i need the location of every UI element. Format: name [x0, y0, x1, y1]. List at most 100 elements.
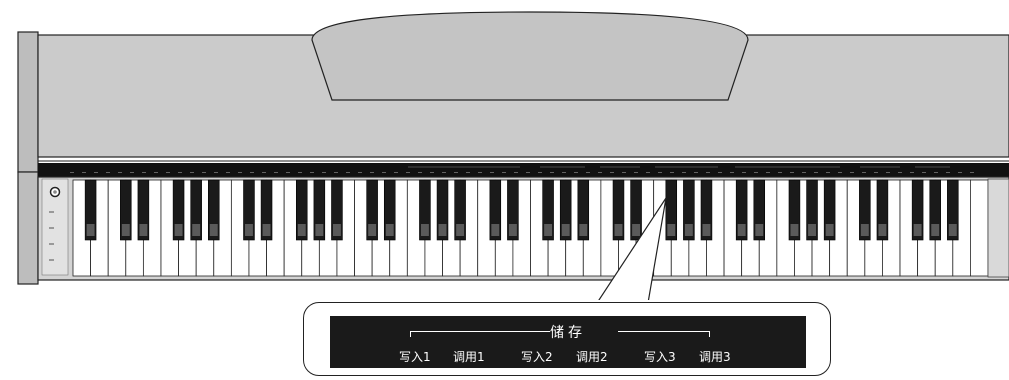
- black-key-highlight: [614, 224, 623, 236]
- panel-label-mark: [418, 172, 422, 173]
- black-key-highlight: [913, 224, 922, 236]
- black-key-highlight: [544, 224, 553, 236]
- black-key[interactable]: [612, 179, 625, 241]
- black-key[interactable]: [366, 179, 378, 241]
- black-key-highlight: [755, 224, 764, 236]
- panel-label-mark: [538, 172, 542, 173]
- black-key[interactable]: [260, 179, 273, 241]
- panel-label-mark: [154, 172, 158, 173]
- black-key[interactable]: [172, 179, 185, 241]
- panel-label-mark: [310, 172, 314, 173]
- panel-label-mark: [502, 172, 506, 173]
- black-key[interactable]: [683, 179, 695, 241]
- black-key[interactable]: [735, 179, 748, 241]
- black-key[interactable]: [331, 179, 343, 241]
- panel-button-4[interactable]: [49, 259, 54, 261]
- black-key-highlight: [368, 224, 377, 236]
- black-key-highlight: [192, 224, 201, 236]
- panel-label-mark: [322, 172, 326, 173]
- black-key-highlight: [684, 224, 693, 236]
- black-key[interactable]: [419, 179, 431, 241]
- black-key-highlight: [948, 224, 957, 236]
- panel-label-mark: [406, 172, 410, 173]
- black-key[interactable]: [665, 179, 678, 241]
- black-key-highlight: [245, 224, 253, 236]
- black-key[interactable]: [436, 179, 449, 241]
- white-key[interactable]: [970, 179, 989, 277]
- black-key[interactable]: [929, 179, 941, 241]
- panel-label-mark: [598, 172, 602, 173]
- black-key[interactable]: [84, 179, 97, 241]
- panel-label-mark: [634, 172, 638, 173]
- black-key[interactable]: [208, 179, 220, 241]
- panel-label-mark: [346, 172, 350, 173]
- control-panel-labels: [70, 166, 974, 173]
- black-key[interactable]: [120, 179, 132, 241]
- panel-label-mark: [514, 172, 518, 173]
- black-key-highlight: [315, 224, 324, 236]
- panel-label-mark: [562, 172, 566, 173]
- black-key[interactable]: [190, 179, 202, 241]
- panel-label-mark: [466, 172, 470, 173]
- panel-label-mark: [94, 172, 98, 173]
- black-key[interactable]: [859, 179, 871, 241]
- panel-button-2[interactable]: [49, 227, 54, 229]
- panel-label-mark: [694, 172, 698, 173]
- left-end-cap-upper: [17, 31, 39, 173]
- panel-label-mark: [490, 172, 494, 173]
- black-key[interactable]: [876, 179, 889, 241]
- panel-label-mark: [142, 172, 146, 173]
- black-key-highlight: [825, 224, 834, 236]
- black-key-highlight: [737, 224, 746, 236]
- panel-button-3[interactable]: [49, 243, 54, 245]
- bracket-left: [410, 331, 550, 332]
- panel-label-mark: [898, 172, 902, 173]
- black-key[interactable]: [700, 179, 713, 241]
- black-key[interactable]: [454, 179, 466, 241]
- panel-label-mark: [358, 172, 362, 173]
- black-key-highlight: [790, 224, 799, 236]
- black-key[interactable]: [806, 179, 818, 241]
- black-key[interactable]: [577, 179, 590, 241]
- panel-label-mark: [394, 172, 398, 173]
- panel-label-mark: [946, 172, 950, 173]
- black-key[interactable]: [489, 179, 502, 241]
- black-key[interactable]: [823, 179, 836, 241]
- black-key[interactable]: [788, 179, 801, 241]
- black-key[interactable]: [911, 179, 924, 241]
- write2-label: 写入2: [521, 350, 553, 364]
- black-key[interactable]: [295, 179, 308, 241]
- panel-label-mark: [730, 172, 734, 173]
- bracket-right: [618, 331, 710, 332]
- panel-label-mark: [910, 172, 914, 173]
- panel-label-mark: [646, 172, 650, 173]
- panel-button-1[interactable]: [49, 211, 54, 213]
- black-key[interactable]: [243, 179, 255, 241]
- storage-title: 储存: [550, 325, 586, 341]
- black-key-highlight: [808, 224, 816, 236]
- panel-label-mark: [382, 172, 386, 173]
- black-key[interactable]: [507, 179, 519, 241]
- black-key[interactable]: [383, 179, 396, 241]
- black-key[interactable]: [542, 179, 554, 241]
- black-key-highlight: [121, 224, 130, 236]
- panel-label-mark: [370, 172, 374, 173]
- black-key-highlight: [420, 224, 429, 236]
- black-key[interactable]: [137, 179, 150, 241]
- black-key[interactable]: [947, 179, 959, 241]
- black-key[interactable]: [313, 179, 326, 241]
- piano-illustration: [17, 11, 1009, 300]
- black-key-highlight: [209, 224, 218, 236]
- panel-label-mark: [658, 172, 662, 173]
- panel-label-mark: [298, 172, 302, 173]
- black-key-highlight: [262, 224, 271, 236]
- panel-label-mark: [670, 172, 674, 173]
- panel-label-mark: [838, 172, 842, 173]
- panel-label-mark: [586, 172, 590, 173]
- panel-label-mark: [958, 172, 962, 173]
- black-key-highlight: [561, 224, 570, 236]
- panel-label-mark: [202, 172, 206, 173]
- black-key[interactable]: [630, 179, 642, 241]
- black-key[interactable]: [753, 179, 766, 241]
- black-key[interactable]: [559, 179, 572, 241]
